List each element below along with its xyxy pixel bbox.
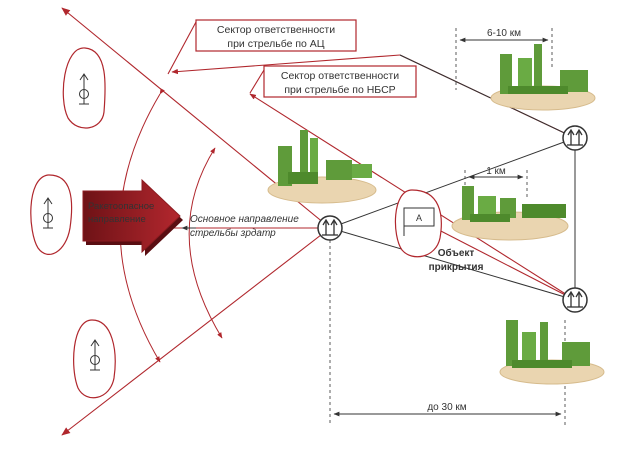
protected-object: А Объект прикрытия xyxy=(394,189,484,273)
missile-launch-symbol-icon xyxy=(43,197,53,229)
missile-launch-symbol-icon xyxy=(90,339,100,371)
object-flag-letter: А xyxy=(416,213,422,223)
launcher-platform-bottom xyxy=(499,320,605,385)
dimension-arrows xyxy=(333,37,562,417)
launcher-platform-top xyxy=(490,44,596,111)
distance-middle-label: 1 км xyxy=(486,166,506,177)
connection-lines xyxy=(329,54,576,301)
threat-label-line1: Ракетоопасное xyxy=(88,201,154,212)
battery-symbol-top-right xyxy=(562,125,588,151)
battery-symbol-bottom-right xyxy=(562,287,588,313)
launcher-platform-middle xyxy=(451,186,569,241)
threat-lobe-bottom xyxy=(73,319,116,399)
object-label-line1: Объект xyxy=(438,247,475,259)
main-direction-line1: Основное направление xyxy=(190,214,299,225)
missile-launch-symbol-icon xyxy=(79,73,89,105)
callout-nbsr: Сектор ответственности при стрельбе по Н… xyxy=(249,65,417,98)
callout-ats-line2: при стрельбе по АЦ xyxy=(227,38,324,50)
battery-symbol-main xyxy=(317,215,343,241)
threat-label-line2: направление xyxy=(88,214,146,225)
launcher-platform-center xyxy=(267,130,377,204)
distance-top-label: 6-10 км xyxy=(487,28,521,39)
callout-nbsr-line1: Сектор ответственности xyxy=(281,70,399,82)
main-direction-line2: стрельбы зрдатр xyxy=(190,227,276,239)
distance-bottom-label: до 30 км xyxy=(427,402,466,413)
callout-ats-line1: Сектор ответственности xyxy=(217,24,335,36)
main-direction-label: Основное направление стрельбы зрдатр xyxy=(181,214,299,239)
threat-lobe-middle xyxy=(30,174,73,255)
callout-nbsr-line2: при стрельбе по НБСР xyxy=(284,84,395,96)
object-label-line2: прикрытия xyxy=(429,262,484,273)
threat-direction-arrow: Ракетоопасное направление xyxy=(82,178,183,256)
callout-ats: Сектор ответственности при стрельбе по А… xyxy=(167,19,357,75)
threat-lobe-top xyxy=(62,47,106,129)
